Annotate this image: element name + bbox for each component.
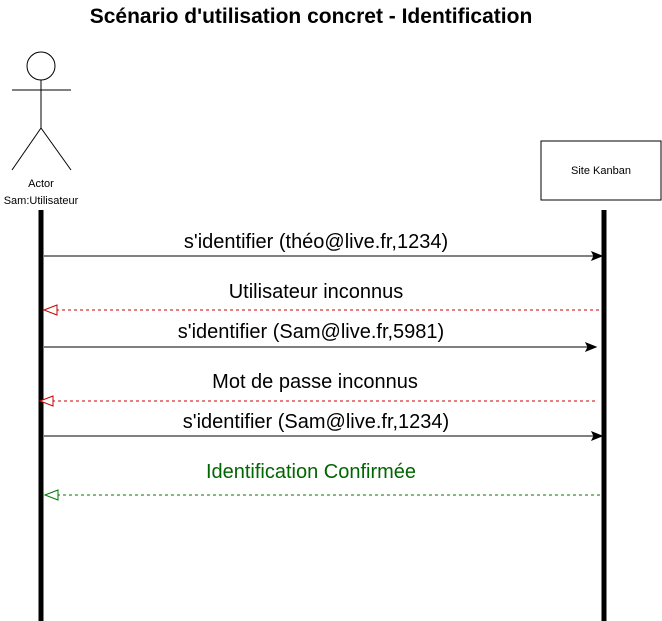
- open-arrowhead-left-icon: [38, 395, 54, 407]
- actor-label-name: Sam:Utilisateur: [4, 195, 79, 207]
- message-label: s'identifier (théo@live.fr,1234): [184, 231, 448, 253]
- actor-right-leg: [40, 127, 72, 171]
- arrowhead-right-icon: [590, 431, 604, 441]
- system-participant-label: Site Kanban: [571, 165, 631, 177]
- actor-left-leg: [11, 127, 42, 171]
- open-arrowhead-left-icon: [43, 489, 59, 501]
- arrowhead-right-icon: [584, 342, 598, 352]
- confirmation-label: Identification Confirmée: [206, 461, 416, 483]
- actor-label-type: Actor: [28, 178, 54, 190]
- actor-head: [26, 51, 56, 81]
- system-participant-box: [540, 140, 662, 201]
- message-label: s'identifier (Sam@live.fr,1234): [183, 411, 449, 433]
- open-arrowhead-left-icon: [42, 304, 58, 316]
- diagram-title: Scénario d'utilisation concret - Identif…: [90, 5, 533, 28]
- actor-figure: [11, 51, 72, 171]
- arrowhead-right-icon: [590, 251, 604, 261]
- return-label: Mot de passe inconnus: [212, 371, 418, 393]
- message-label: s'identifier (Sam@live.fr,5981): [178, 321, 444, 343]
- return-label: Utilisateur inconnus: [229, 281, 404, 303]
